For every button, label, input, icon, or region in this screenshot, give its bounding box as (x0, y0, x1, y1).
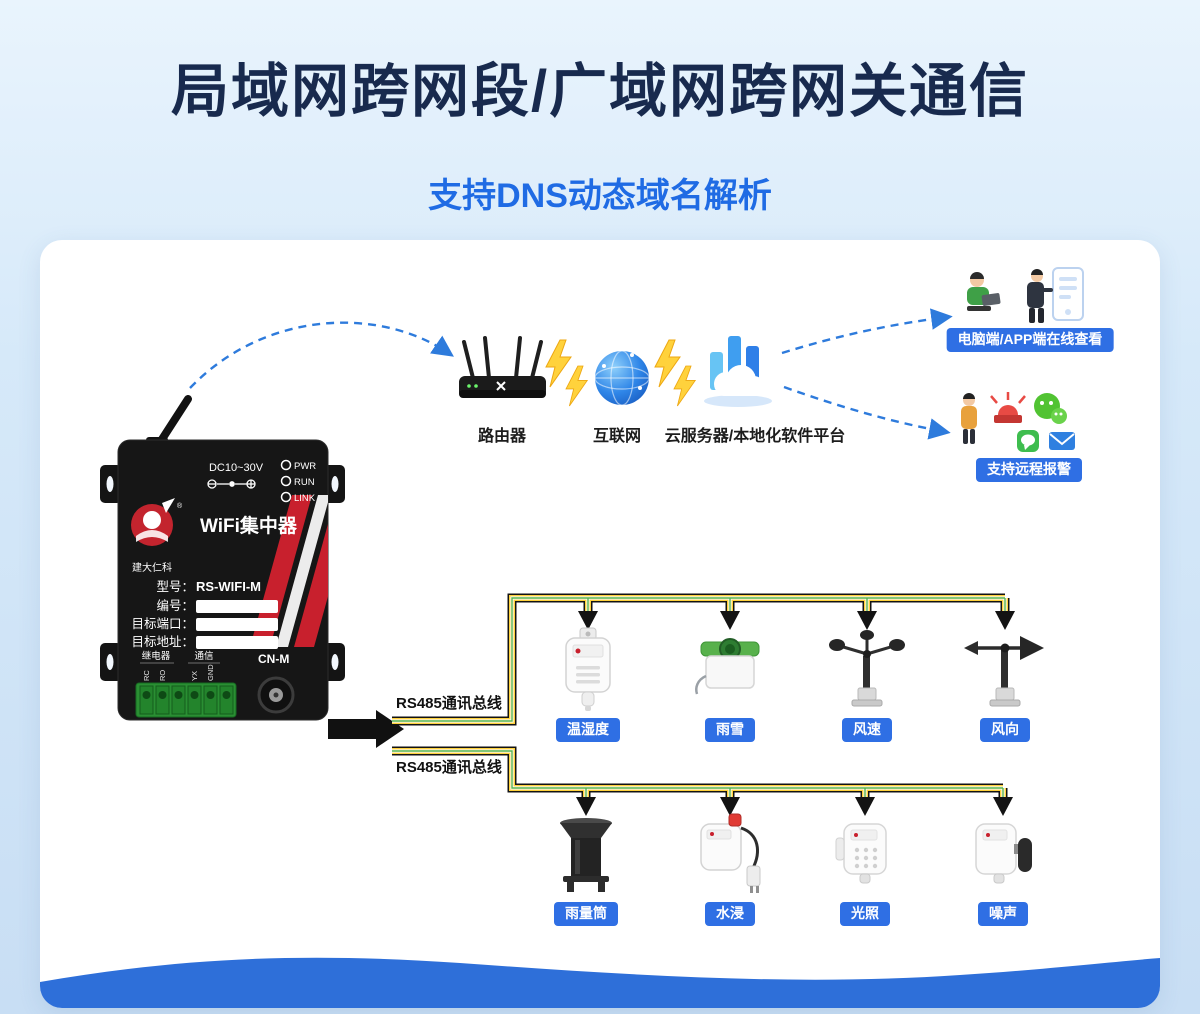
bottom-wave-decoration (40, 957, 1160, 1008)
message-app-icon (1017, 430, 1039, 452)
temperature-humidity-sensor-image (543, 624, 633, 714)
cloud-platform-icon (694, 326, 782, 410)
mail-icon (1049, 432, 1075, 450)
pin-rc-label: RC (142, 670, 151, 681)
internet-label: 互联网 (592, 428, 642, 445)
wifi-concentrator-device: DC10~30V PWR RUN LINK (100, 395, 345, 745)
sensor-badge-rain-gauge: 雨量筒 (554, 902, 618, 926)
diagram-panel: DC10~30V PWR RUN LINK (40, 240, 1160, 1008)
sensor-badge-temp-humidity: 温湿度 (556, 718, 620, 742)
led-pwr-label: PWR (294, 461, 316, 472)
phone-user-icon (1027, 267, 1084, 323)
field-serial-label: 编号： (156, 598, 194, 613)
comm-label: 通信 (194, 650, 213, 662)
water-leak-sensor-image (685, 808, 775, 898)
device-to-router-arrow (189, 321, 454, 389)
field-address-label: 目标地址： (131, 635, 194, 649)
led-link-label: LINK (294, 493, 316, 504)
wechat-icon (1034, 393, 1067, 424)
laptop-user-icon (967, 272, 1001, 311)
rain-snow-sensor-image (685, 624, 775, 714)
field-port-blank (196, 618, 278, 631)
pin-yx-label: YX (190, 671, 199, 681)
status-leds: PWR RUN LINK (280, 459, 316, 504)
sensor-badge-light: 光照 (840, 902, 890, 926)
sensor-badge-wind-direction: 风向 (980, 718, 1030, 742)
device-name: WiFi集中器 (200, 514, 298, 537)
power-polarity-icon (207, 479, 256, 489)
terminal-area: 继电器 通信 RC RO YX GND (135, 650, 295, 718)
bus2-drop-arrowheads (576, 797, 1013, 816)
sensor-badge-rain-snow: 雨雪 (705, 718, 755, 742)
internet-globe-icon (590, 346, 654, 410)
field-serial-blank (196, 600, 278, 613)
relay-label: 继电器 (142, 650, 171, 662)
person-icon (961, 393, 977, 444)
device-power-label: DC10~30V (209, 462, 264, 474)
page-title: 局域网跨网段/广域网跨网关通信 (170, 59, 1030, 124)
rain-gauge-sensor-image (541, 808, 631, 898)
alarm-light-icon (990, 392, 1026, 423)
field-port-label: 目标端口： (131, 617, 194, 631)
remote-alarm-illustration (955, 388, 1105, 456)
router-icon (455, 332, 550, 417)
device-info-fields: 型号： RS-WIFI-M 编号： 目标端口： 目标地址： (131, 579, 278, 649)
cloud-platform-label: 云服务器/本地化软件平台 (664, 428, 846, 445)
sensor-badge-wind-speed: 风速 (842, 718, 892, 742)
terminal-screws (139, 685, 234, 715)
pin-gnd-label: GND (206, 664, 215, 681)
cloud-to-online-arrow (781, 308, 953, 355)
bus1-drop-arrowheads (578, 611, 1015, 630)
brand-name: 建大仁科 (132, 561, 172, 574)
pin-ro-label: RO (158, 670, 167, 681)
router-label: 路由器 (477, 428, 527, 445)
field-address-blank (196, 636, 278, 649)
light-sensor-image (820, 808, 910, 898)
led-run-label: RUN (294, 477, 315, 488)
registered-mark: ® (177, 502, 183, 510)
port-label: CN-M (258, 652, 289, 666)
wind-direction-sensor-image (960, 624, 1050, 714)
field-model-label: 型号： (156, 580, 194, 594)
pc-app-users-illustration (955, 264, 1105, 328)
sensor-badge-water-leak: 水浸 (705, 902, 755, 926)
rs485-bus2-label: RS485通讯总线 (396, 759, 502, 776)
device-illustration: DC10~30V PWR RUN LINK (100, 395, 345, 721)
sensor-badge-noise: 噪声 (978, 902, 1028, 926)
noise-sensor-image (958, 808, 1048, 898)
page-subtitle: 支持DNS动态域名解析 (428, 177, 772, 215)
wind-speed-sensor-image (822, 624, 912, 714)
rs485-bus1-label: RS485通讯总线 (396, 695, 502, 712)
brand-logo (131, 498, 175, 546)
remote-alarm-badge: 支持远程报警 (976, 458, 1082, 482)
field-model-value: RS-WIFI-M (196, 579, 261, 594)
online-view-badge: 电脑端/APP端在线查看 (946, 328, 1114, 352)
